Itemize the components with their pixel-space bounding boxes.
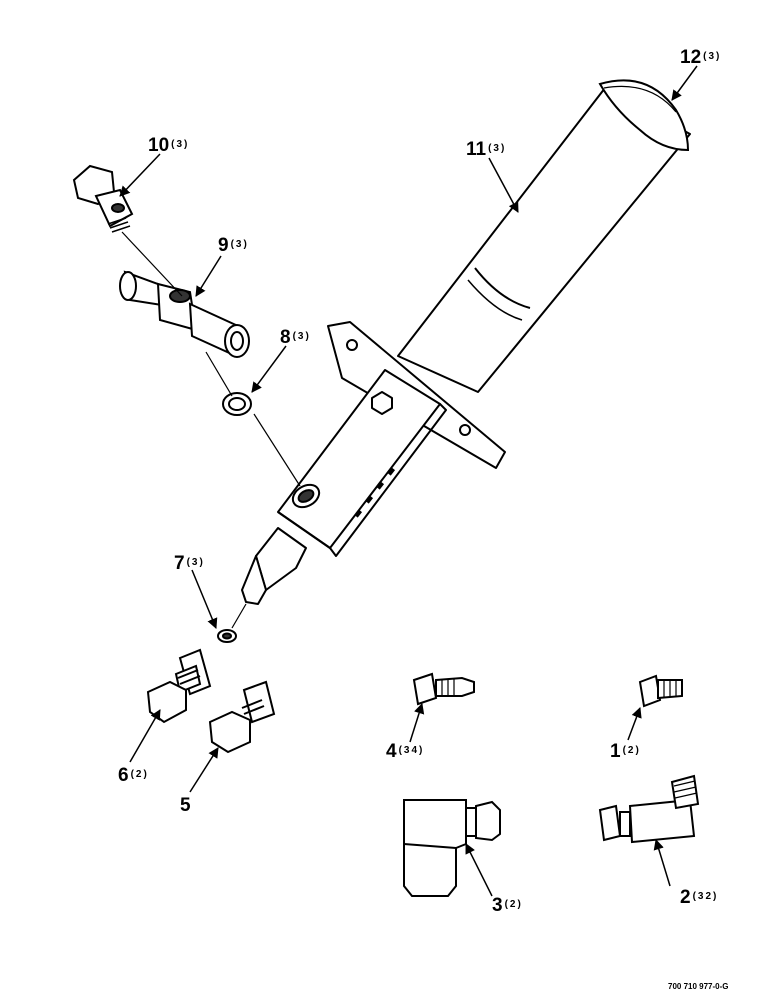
callout-4: 4(34) [386, 742, 424, 761]
callout-4-number: 4 [386, 741, 397, 762]
callout-8: 8(3) [280, 328, 311, 347]
end-cap [598, 79, 690, 152]
tube-assembly [241, 87, 691, 605]
callout-12-number: 12 [680, 47, 702, 68]
callout-10: 10(3) [148, 136, 189, 155]
callout-7-qty: (3) [186, 557, 205, 568]
banjo-bolt [72, 164, 134, 233]
callout-7-number: 7 [174, 553, 185, 574]
fitting-2 [598, 774, 700, 844]
callout-12: 12(3) [680, 48, 721, 67]
fitting-4 [412, 672, 475, 706]
nozzle-tip [241, 555, 267, 605]
fitting-6 [146, 648, 212, 724]
callout-3-qty: (2) [504, 899, 523, 910]
banjo-fitting [119, 270, 250, 358]
callout-12-qty: (3) [703, 51, 722, 62]
callout-5: 5 [180, 796, 193, 815]
fitting-1 [638, 674, 683, 708]
callout-2-number: 2 [680, 887, 691, 908]
callout-9: 9(3) [218, 236, 249, 255]
callout-8-qty: (3) [292, 331, 311, 342]
o-ring-washer [222, 392, 252, 416]
callout-6-number: 6 [118, 765, 129, 786]
callout-6: 6(2) [118, 766, 149, 785]
callout-1: 1(2) [610, 742, 641, 761]
callout-11: 11(3) [466, 140, 506, 159]
callout-6-qty: (2) [130, 769, 149, 780]
assembly-lines [121, 231, 301, 629]
callout-5-number: 5 [180, 795, 191, 816]
callout-7: 7(3) [174, 554, 205, 573]
callout-3-number: 3 [492, 895, 503, 916]
callout-10-number: 10 [148, 135, 170, 156]
fitting-3 [403, 799, 501, 897]
callout-10-qty: (3) [171, 139, 190, 150]
callout-1-number: 1 [610, 741, 621, 762]
callout-9-qty: (3) [230, 239, 249, 250]
callout-9-number: 9 [218, 235, 229, 256]
body-slots [354, 467, 396, 518]
lower-body [277, 369, 441, 549]
callout-1-qty: (2) [622, 745, 641, 756]
callout-3: 3(2) [492, 896, 523, 915]
body-bolt [371, 391, 393, 415]
callout-8-number: 8 [280, 327, 291, 348]
drawing-part-number: 700 710 977-0-G [668, 982, 729, 991]
callout-11-qty: (3) [488, 143, 507, 154]
small-washer [217, 629, 237, 643]
fitting-5 [208, 680, 276, 754]
tube-band [474, 267, 531, 309]
callout-4-qty: (34) [398, 745, 425, 756]
callout-2: 2(32) [680, 888, 718, 907]
callout-11-number: 11 [466, 139, 487, 160]
callout-arrows [119, 65, 698, 897]
callout-2-qty: (32) [692, 891, 719, 902]
